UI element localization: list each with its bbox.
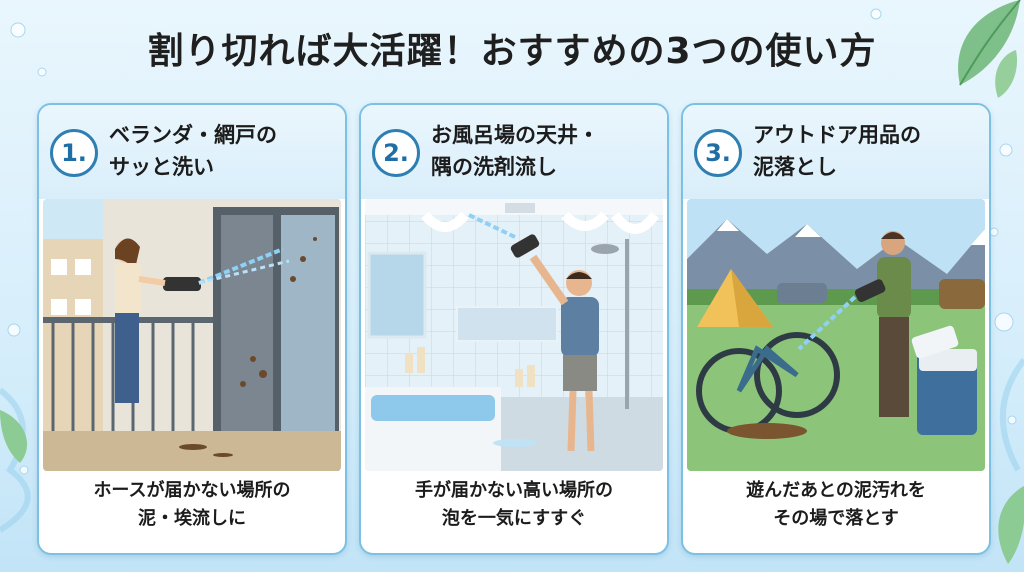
card-caption-line2: その場で落とす [773, 508, 899, 529]
card-header: 3. アウトドア用品の 泥落とし [683, 105, 989, 199]
illustration-outdoor-gear-cleaning [687, 199, 985, 471]
card-header: 2. お風呂場の天井・ 隅の洗剤流し [361, 105, 667, 199]
usage-card-outdoor: 3. アウトドア用品の 泥落とし [681, 103, 991, 555]
card-heading: アウトドア用品の 泥落とし [753, 119, 985, 183]
card-heading-line1: ベランダ・網戸の [109, 123, 277, 147]
card-number-badge: 3. [694, 129, 742, 177]
card-heading-line2: 隅の洗剤流し [431, 155, 557, 179]
card-number-badge: 1. [50, 129, 98, 177]
card-header: 1. ベランダ・網戸の サッと洗い [39, 105, 345, 199]
usage-card-bathroom: 2. お風呂場の天井・ 隅の洗剤流し [359, 103, 669, 555]
leaf-decoration-bottom-left [0, 410, 28, 463]
page-title: 割り切れば大活躍！おすすめの3つの使い方 [147, 31, 877, 72]
card-heading-line1: アウトドア用品の [753, 123, 921, 147]
card-heading: ベランダ・網戸の サッと洗い [109, 119, 341, 183]
card-caption-line1: 手が届かない高い場所の [415, 480, 613, 501]
leaf-decoration-bottom-right [998, 486, 1024, 564]
leaf-decoration-top-right [958, 0, 1021, 98]
card-heading: お風呂場の天井・ 隅の洗剤流し [431, 119, 663, 183]
card-number-badge: 2. [372, 129, 420, 177]
card-heading-line2: 泥落とし [753, 155, 837, 179]
usage-card-balcony: 1. ベランダ・網戸の サッと洗い [37, 103, 347, 555]
card-caption: 手が届かない高い場所の 泡を一気にすすぐ [361, 477, 667, 533]
card-caption: 遊んだあとの泥汚れを その場で落とす [683, 477, 989, 533]
card-heading-line2: サッと洗い [109, 155, 214, 179]
card-caption: ホースが届かない場所の 泥・埃流しに [39, 477, 345, 533]
card-caption-line2: 泡を一気にすすぐ [441, 508, 587, 529]
card-caption-line1: 遊んだあとの泥汚れを [746, 480, 926, 501]
illustration-bathroom-rinsing [365, 199, 663, 471]
illustration-balcony-washing [43, 199, 341, 471]
card-caption-line1: ホースが届かない場所の [93, 480, 291, 501]
card-heading-line1: お風呂場の天井・ [431, 123, 599, 147]
card-caption-line2: 泥・埃流しに [138, 508, 246, 529]
